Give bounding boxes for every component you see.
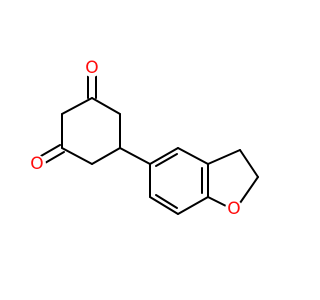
bond-ar2-ar3 bbox=[177, 147, 209, 165]
bond-ch2a-ch2b bbox=[239, 149, 259, 178]
bond-ar1-ar2 bbox=[149, 147, 179, 165]
bond-c3-c4 bbox=[91, 147, 121, 165]
bond-ar5-ar6 bbox=[149, 196, 179, 215]
atom-o-left-label: O bbox=[30, 154, 43, 174]
atom-o-ring: O bbox=[225, 199, 243, 219]
bond-ch2b-o bbox=[239, 176, 259, 204]
bond-o-ar4 bbox=[207, 196, 227, 207]
atom-o-ring-label: O bbox=[227, 199, 240, 219]
bonds bbox=[40, 75, 259, 215]
bond-c4-c5 bbox=[61, 147, 93, 165]
bond-c5-o-left-b bbox=[40, 144, 61, 157]
bond-c5-o-left-a bbox=[44, 151, 65, 164]
atom-o-top-label: O bbox=[85, 58, 98, 78]
atom-o-top: O bbox=[83, 58, 101, 78]
atom-labels: O O O bbox=[28, 58, 243, 219]
bond-ar3-ch2a bbox=[207, 149, 241, 165]
bond-c1-c2 bbox=[91, 97, 121, 115]
atom-o-left: O bbox=[28, 154, 46, 174]
bond-ar5-ar6-inner bbox=[155, 194, 178, 209]
bond-ar1-ar2-inner bbox=[155, 153, 178, 167]
bond-c6-c1 bbox=[61, 97, 93, 115]
atom-o-left-background bbox=[28, 155, 46, 173]
bond-c3-aryl bbox=[119, 147, 151, 165]
atom-o-ring-background bbox=[225, 200, 243, 218]
bond-ar4-ar5 bbox=[177, 196, 209, 215]
atom-o-top-background bbox=[83, 59, 101, 77]
molecule-diagram: O O O bbox=[28, 58, 259, 219]
